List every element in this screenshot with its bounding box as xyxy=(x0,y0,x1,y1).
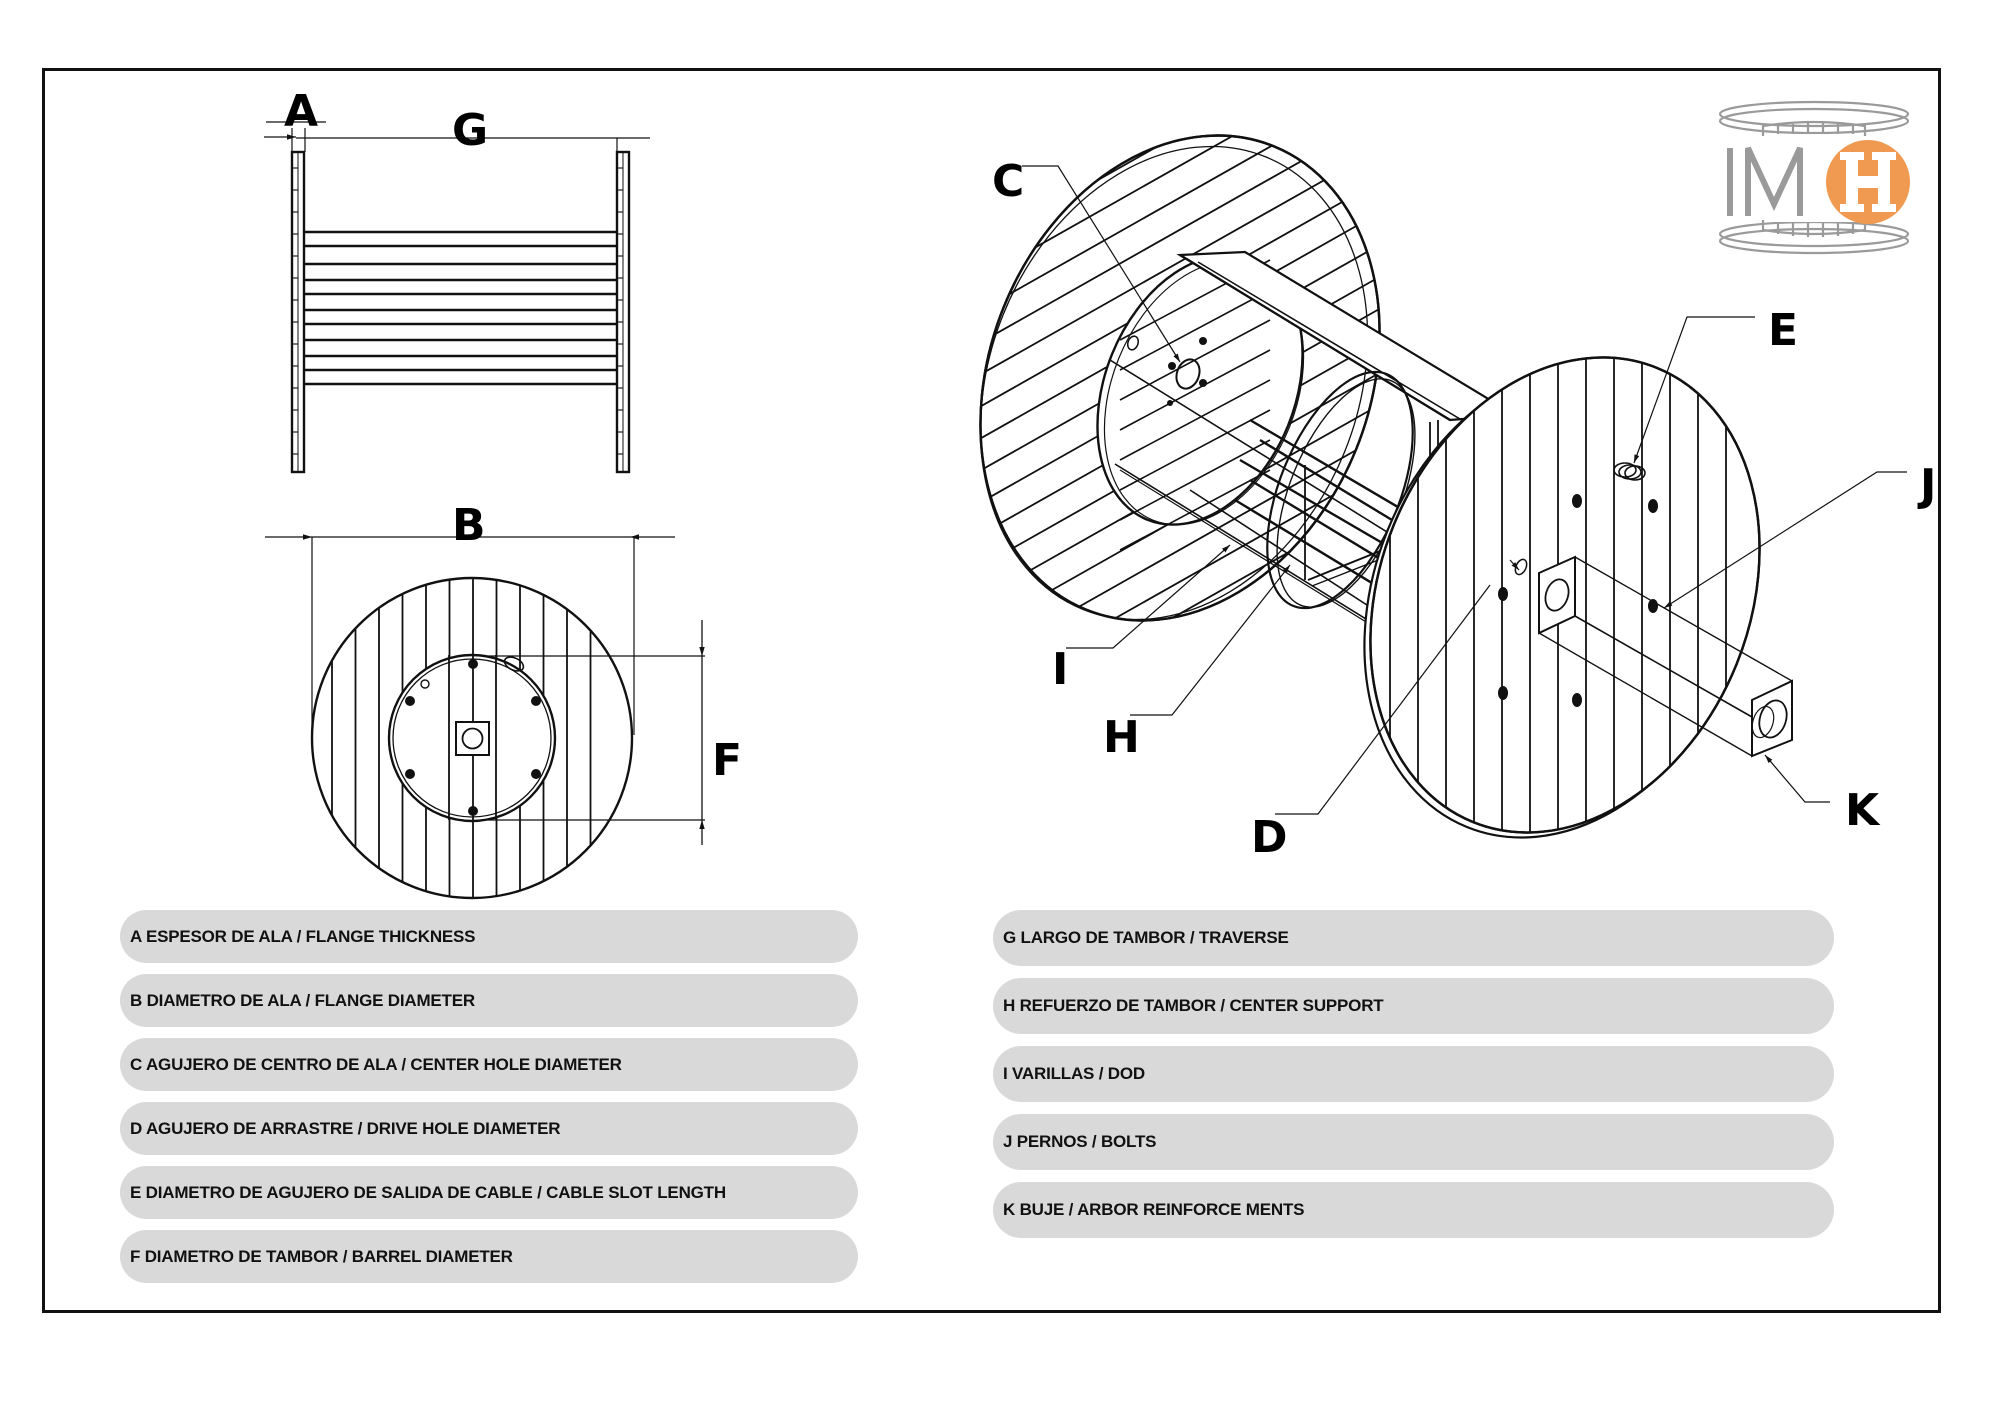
side-view xyxy=(264,121,650,474)
legend-item-j: J PERNOS / BOLTS xyxy=(993,1114,1834,1170)
legend-text: D AGUJERO DE ARRASTRE / DRIVE HOLE DIAME… xyxy=(130,1118,561,1138)
label-j: J xyxy=(1917,460,1936,511)
logo-letter-h xyxy=(1840,152,1896,212)
front-view xyxy=(265,534,705,900)
legend-text: C AGUJERO DE CENTRO DE ALA / CENTER HOLE… xyxy=(130,1054,622,1074)
legend-item-b: B DIAMETRO DE ALA / FLANGE DIAMETER xyxy=(120,974,858,1027)
legend-item-h: H REFUERZO DE TAMBOR / CENTER SUPPORT xyxy=(993,978,1834,1034)
inner-plank-line xyxy=(1119,469,1271,551)
legend-text: H REFUERZO DE TAMBOR / CENTER SUPPORT xyxy=(1003,996,1384,1015)
inner-plank-line xyxy=(1119,289,1271,371)
legend-text: I VARILLAS / DOD xyxy=(1003,1064,1145,1083)
legend-text: E DIAMETRO DE AGUJERO DE SALIDA DE CABLE… xyxy=(130,1182,726,1202)
front-flange-disc xyxy=(310,576,634,900)
label-e: E xyxy=(1768,305,1798,356)
legend-text: J PERNOS / BOLTS xyxy=(1003,1132,1157,1151)
legend-item-k: K BUJE / ARBOR REINFORCE MENTS xyxy=(993,1182,1834,1238)
company-logo xyxy=(1718,100,1910,255)
front-arbor-plate xyxy=(455,721,490,756)
leader-lines xyxy=(1022,165,1907,815)
label-h: H xyxy=(1103,712,1140,763)
side-barrel-slats xyxy=(305,230,617,386)
drawing-frame xyxy=(42,68,1941,1313)
label-f: F xyxy=(712,735,742,786)
label-d: D xyxy=(1251,812,1288,863)
legend-item-g: G LARGO DE TAMBOR / TRAVERSE xyxy=(993,910,1834,966)
label-k: K xyxy=(1845,785,1881,836)
iso-right-flange xyxy=(1363,340,1793,860)
label-g: G xyxy=(452,105,488,156)
iso-arbor-tube xyxy=(1574,556,1793,682)
legend-item-i: I VARILLAS / DOD xyxy=(993,1046,1834,1102)
inner-plank-line xyxy=(1119,439,1271,521)
inner-plank-line xyxy=(1119,349,1271,431)
front-bolts xyxy=(405,659,541,816)
label-i: I xyxy=(1052,644,1068,695)
iso-cable-slot xyxy=(1613,462,1646,481)
legend-item-e: E DIAMETRO DE AGUJERO DE SALIDA DE CABLE… xyxy=(120,1166,858,1219)
inner-plank-line xyxy=(1119,379,1271,461)
iso-center-hole xyxy=(1175,358,1201,390)
front-center-hole xyxy=(461,727,484,750)
iso-barrel-slat xyxy=(1249,418,1421,522)
legend-item-c: C AGUJERO DE CENTRO DE ALA / CENTER HOLE… xyxy=(120,1038,858,1091)
flange-plank-line xyxy=(959,605,1421,681)
legend-text: K BUJE / ARBOR REINFORCE MENTS xyxy=(1003,1200,1305,1219)
label-a: A xyxy=(284,86,318,137)
front-small-hole xyxy=(420,679,430,689)
iso-barrel xyxy=(1096,250,1519,647)
flange-plank-line xyxy=(959,637,1421,681)
legend-text: B DIAMETRO DE ALA / FLANGE DIAMETER xyxy=(130,990,475,1010)
inner-plank-line xyxy=(1119,409,1271,491)
legend-item-d: D AGUJERO DE ARRASTRE / DRIVE HOLE DIAME… xyxy=(120,1102,858,1155)
legend-item-a: A ESPESOR DE ALA / FLANGE THICKNESS xyxy=(120,910,858,963)
legend-text: A ESPESOR DE ALA / FLANGE THICKNESS xyxy=(130,926,476,946)
label-b: B xyxy=(452,500,486,551)
front-cable-slot xyxy=(503,656,525,672)
label-c: C xyxy=(992,156,1024,207)
legend-text: G LARGO DE TAMBOR / TRAVERSE xyxy=(1003,928,1289,947)
iso-bolts xyxy=(1498,494,1658,707)
logo-letters-im xyxy=(1727,146,1803,216)
legend-text: F DIAMETRO DE TAMBOR / BARREL DIAMETER xyxy=(130,1246,513,1266)
legend-item-f: F DIAMETRO DE TAMBOR / BARREL DIAMETER xyxy=(120,1230,858,1283)
